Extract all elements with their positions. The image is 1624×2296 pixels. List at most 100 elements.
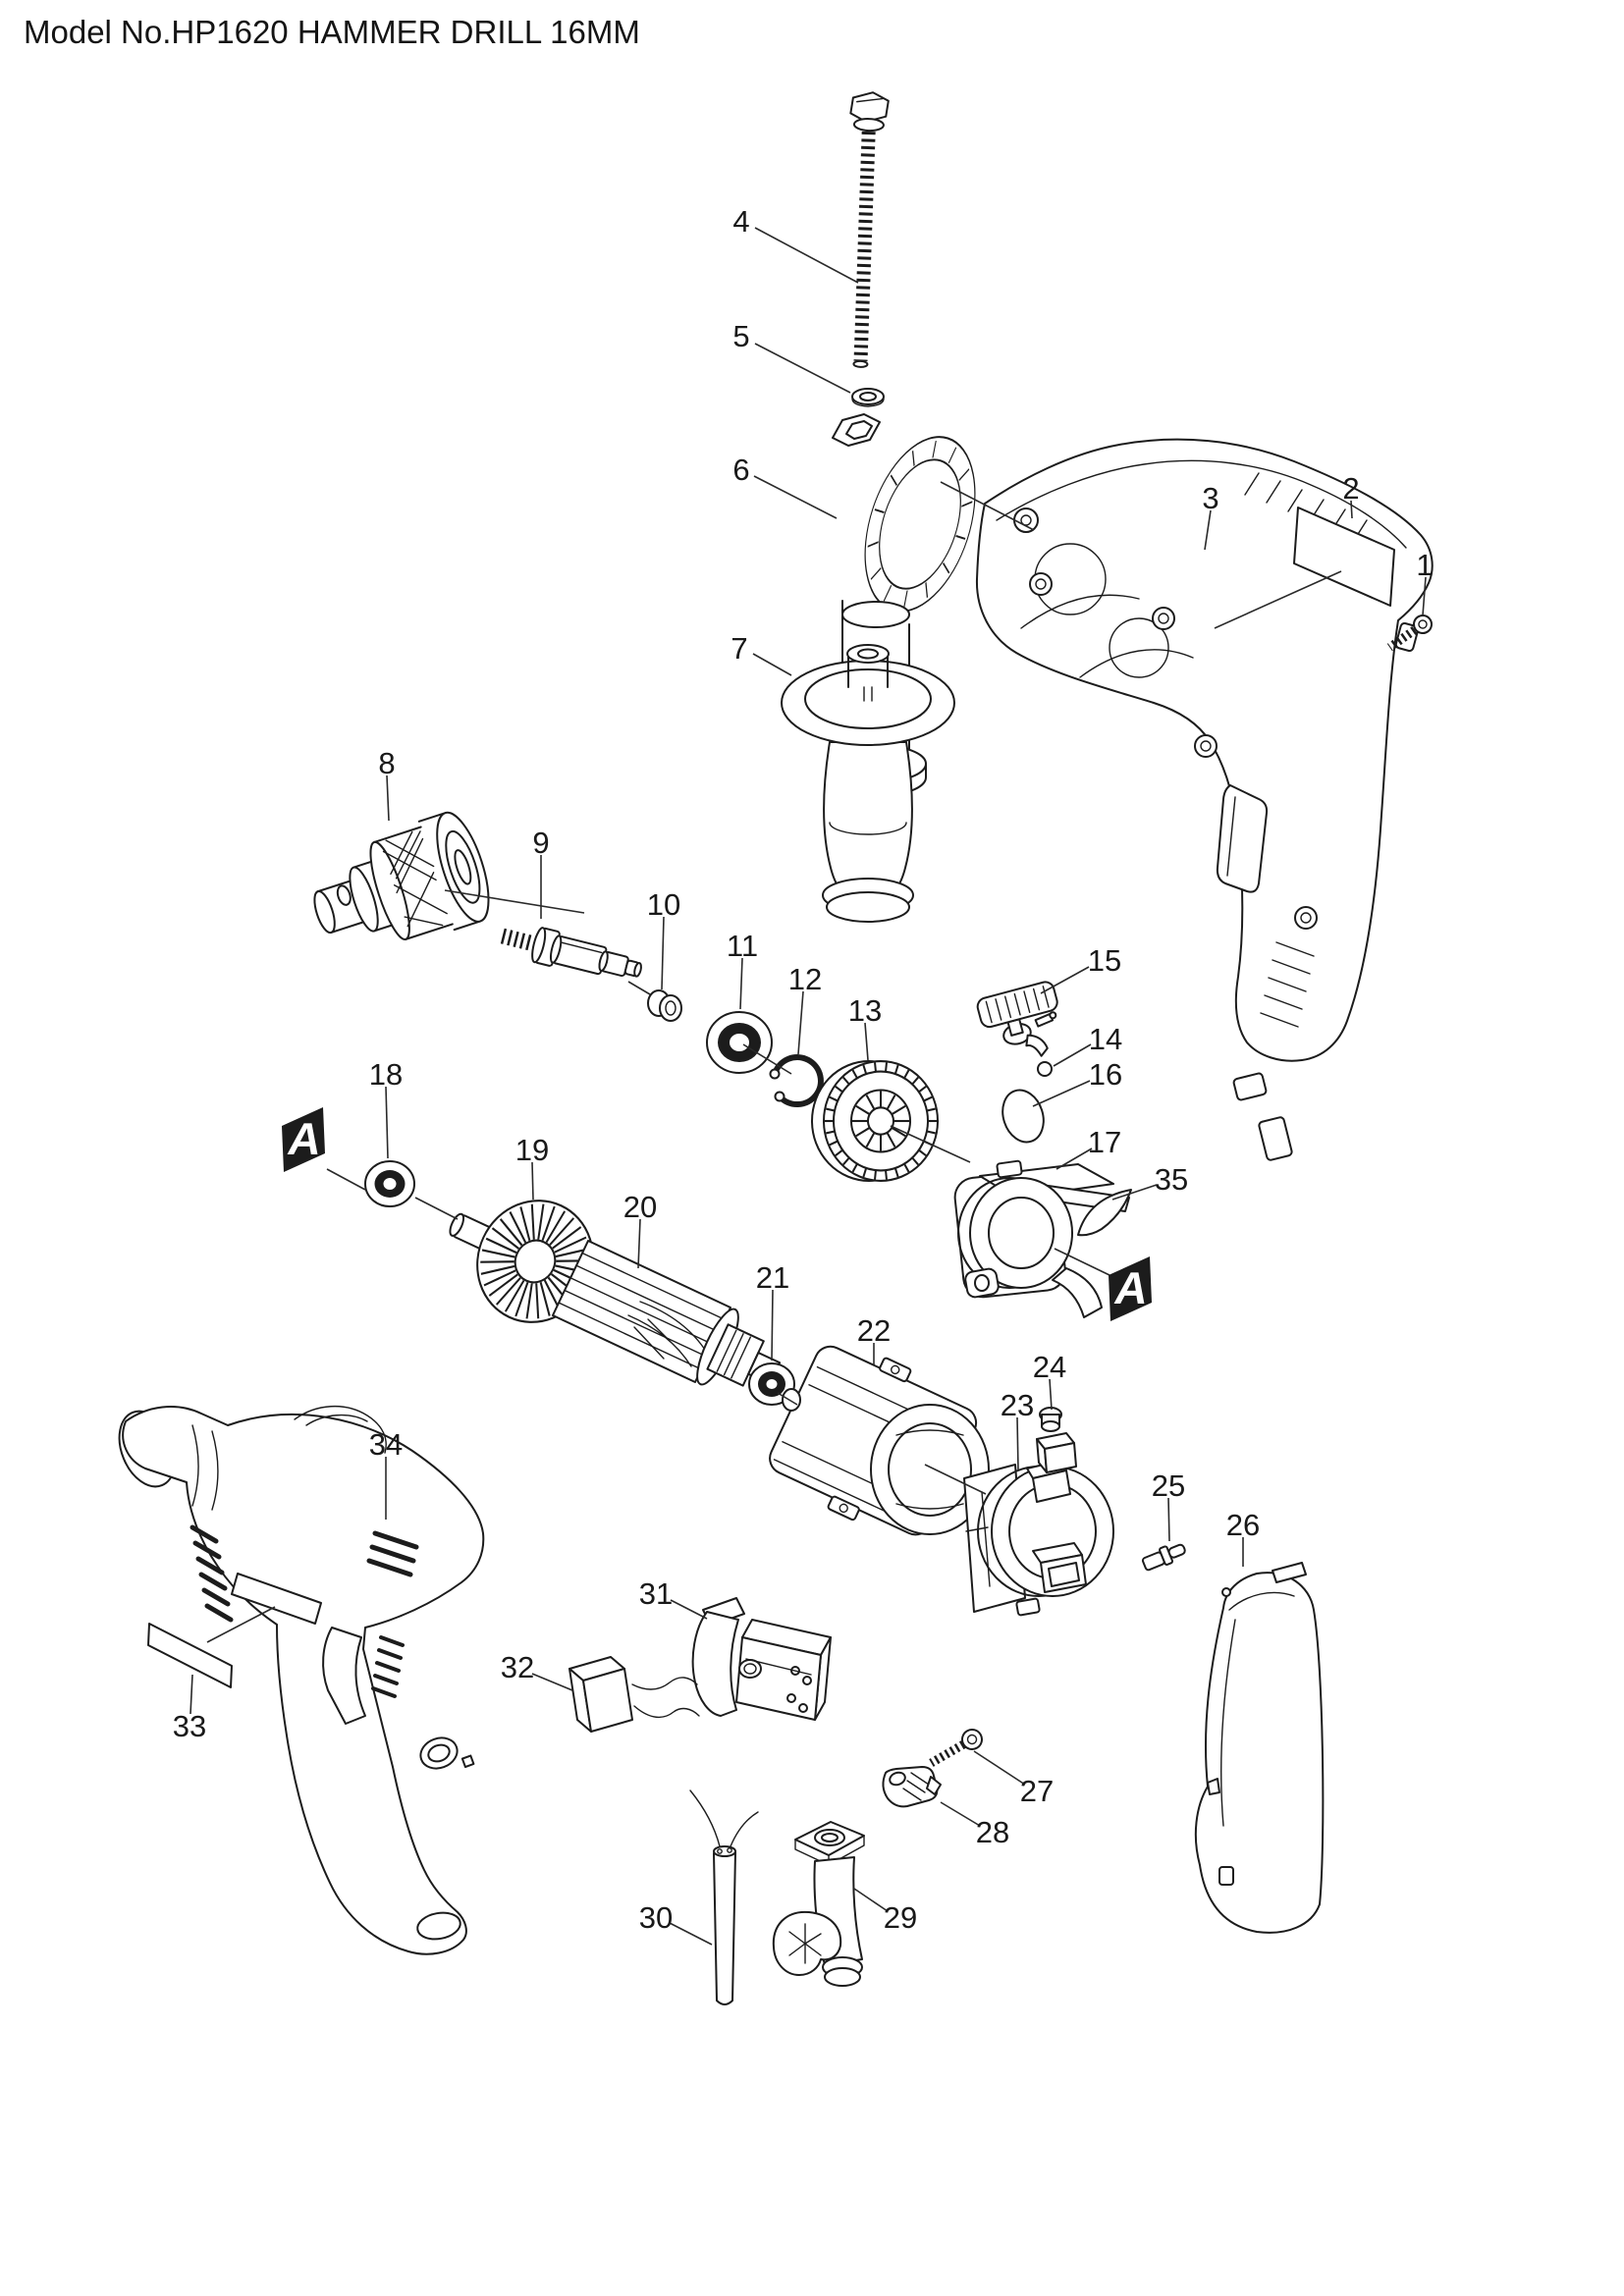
tick xyxy=(552,1226,582,1250)
tick xyxy=(885,1170,888,1180)
callout-4-label: 4 xyxy=(732,204,749,239)
callout-6-label: 6 xyxy=(732,453,749,487)
tick xyxy=(829,1140,839,1147)
marker-a-leader xyxy=(326,1168,366,1191)
callout-6-leader xyxy=(753,475,838,519)
tick xyxy=(958,468,970,482)
connector-line xyxy=(627,981,651,995)
callout-23-leader xyxy=(1016,1416,1019,1470)
callout-11-label: 11 xyxy=(727,929,758,963)
tick xyxy=(874,1170,877,1180)
tick xyxy=(541,1205,556,1241)
tick xyxy=(874,1062,877,1072)
tick xyxy=(835,1085,843,1094)
tick xyxy=(851,1163,858,1173)
tick xyxy=(893,1167,899,1178)
tick xyxy=(851,1069,858,1079)
tick xyxy=(480,1260,514,1263)
tick xyxy=(537,1203,545,1240)
tick xyxy=(842,1076,850,1086)
callout-16-leader xyxy=(1032,1080,1091,1107)
callout-3-leader xyxy=(1204,509,1212,551)
tick xyxy=(829,1095,839,1102)
tick xyxy=(926,1107,936,1112)
tick xyxy=(488,1273,518,1297)
tick xyxy=(893,1064,899,1075)
connector-line xyxy=(940,481,1035,531)
connector-line xyxy=(742,1043,792,1075)
tick xyxy=(891,1126,906,1138)
callout-24-label: 24 xyxy=(1033,1350,1066,1384)
callout-8-label: 8 xyxy=(378,746,395,780)
tick xyxy=(911,1076,919,1086)
tick xyxy=(911,450,915,466)
tick xyxy=(943,561,950,574)
tick xyxy=(891,1104,906,1116)
part-31-switch xyxy=(691,1597,832,1721)
tick xyxy=(530,1203,535,1240)
tick xyxy=(947,447,957,464)
tick xyxy=(925,582,929,599)
part-34-drill-assembly xyxy=(118,1406,485,1955)
tick xyxy=(955,534,966,540)
part-32-noise-suppressor xyxy=(568,1656,700,1733)
callout-32-label: 32 xyxy=(501,1650,534,1684)
callout-35-leader xyxy=(1111,1184,1158,1201)
callout-21-leader xyxy=(771,1289,774,1362)
part-14-steel-ball xyxy=(1037,1061,1053,1077)
part-25-terminal xyxy=(1141,1543,1186,1572)
callout-10-label: 10 xyxy=(647,887,680,922)
callout-5-leader xyxy=(754,343,851,394)
callout-12-leader xyxy=(797,990,804,1055)
connector-line xyxy=(444,889,585,914)
marker-a-leader xyxy=(1054,1248,1110,1276)
callout-25-label: 25 xyxy=(1152,1468,1185,1503)
part-11-ball-bearing xyxy=(706,1011,773,1074)
tick xyxy=(961,501,973,507)
part-15-change-lever xyxy=(976,981,1058,1057)
view-markers: AA xyxy=(282,1107,1153,1321)
tick xyxy=(504,1279,525,1312)
callout-13-leader xyxy=(864,1022,869,1061)
callout-18-leader xyxy=(385,1086,389,1159)
part-30-power-cord xyxy=(689,1789,759,2005)
callout-14-leader xyxy=(1053,1043,1092,1067)
tick xyxy=(835,1148,843,1157)
marker-a-flag xyxy=(282,1107,325,1172)
part-26-handle-cover xyxy=(1194,1562,1325,1934)
tick xyxy=(903,1163,910,1173)
tick xyxy=(481,1249,515,1258)
callout-15-leader xyxy=(1040,966,1090,994)
callout-19-leader xyxy=(531,1161,534,1201)
callout-1-leader xyxy=(1422,576,1427,616)
marker-a-flag xyxy=(1109,1256,1152,1321)
tick xyxy=(483,1269,516,1287)
callout-3-label: 3 xyxy=(1202,481,1218,515)
part-7-side-grip xyxy=(781,644,955,923)
tick xyxy=(918,1085,927,1094)
callout-10-leader xyxy=(661,916,665,990)
callout-2-label: 2 xyxy=(1342,471,1359,506)
tick xyxy=(545,1210,567,1244)
callout-7-leader xyxy=(752,653,792,676)
tick xyxy=(842,1156,850,1166)
part-16-flat-washer xyxy=(1001,1089,1045,1144)
marker-a-letter: A xyxy=(285,1113,326,1164)
callout-32-leader xyxy=(531,1673,573,1691)
callout-30-leader xyxy=(669,1922,713,1946)
tick xyxy=(826,1130,836,1135)
callout-14-label: 14 xyxy=(1089,1022,1122,1056)
part-17-bearing-box xyxy=(953,1159,1130,1318)
tick xyxy=(885,1062,888,1072)
callout-17-label: 17 xyxy=(1088,1125,1121,1159)
connector-line xyxy=(206,1606,276,1643)
part-28-clip xyxy=(882,1766,942,1808)
part-33-label-strip xyxy=(147,1623,233,1688)
part-27-screw xyxy=(929,1729,984,1767)
part-24-carbon-brush xyxy=(1036,1407,1077,1473)
callout-27-leader xyxy=(973,1750,1026,1786)
callout-26-label: 26 xyxy=(1226,1508,1260,1542)
callout-28-label: 28 xyxy=(976,1815,1009,1849)
